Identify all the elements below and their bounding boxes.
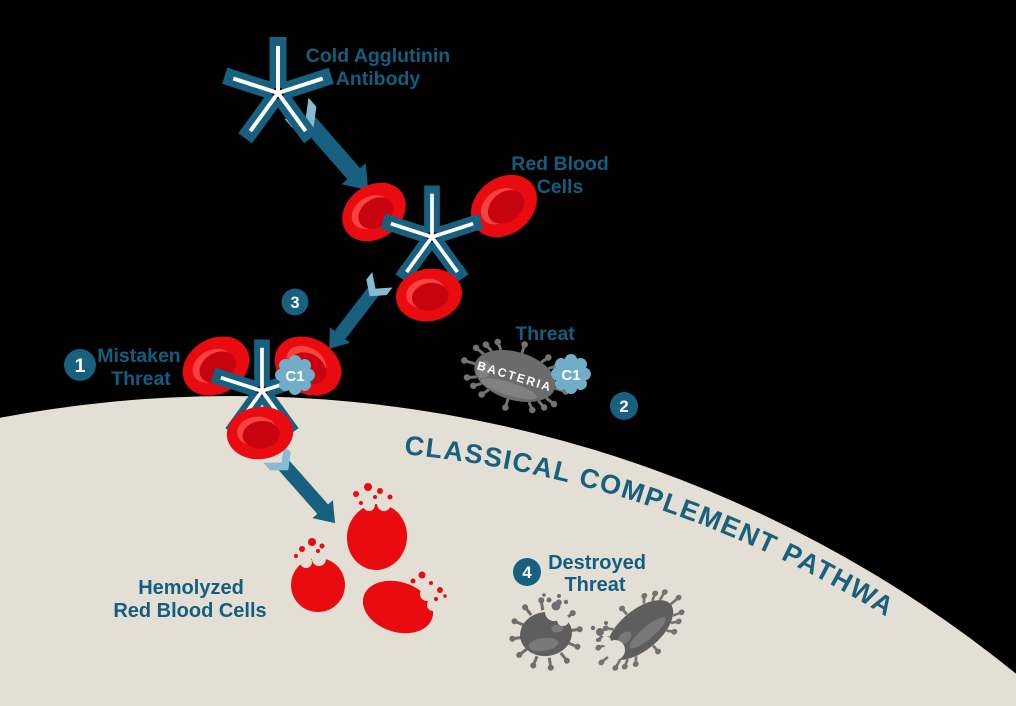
antibody-label-line1: Cold Agglutinin: [306, 45, 450, 67]
mistaken-threat-label-line1: Mistaken: [97, 345, 180, 367]
hemolyzed-cell: [362, 580, 434, 634]
step-badge-4: 4: [513, 558, 541, 586]
hemolyzed-cell: [291, 558, 345, 612]
threat-label: Threat: [515, 323, 575, 345]
step-number-3: 3: [290, 294, 299, 312]
hemolyzed-label-line1: Hemolyzed: [138, 577, 244, 599]
hemolyzed-label-line2: Red Blood Cells: [113, 600, 266, 622]
bacteria-fragments: [590, 621, 608, 642]
cell-fragments: [294, 538, 325, 558]
step-badge-2: 2: [610, 392, 638, 420]
mistaken-threat-label-line2: Threat: [111, 368, 171, 390]
destroyed-threat-group: [508, 576, 697, 684]
cell-fragments: [353, 483, 393, 505]
c1-label: C1: [561, 367, 580, 384]
step-number-4: 4: [522, 563, 532, 582]
destroyed-label-line1: Destroyed: [548, 552, 646, 574]
bacteria-threat-icon: BACTERIA: [455, 329, 576, 423]
hemolyzed-rbc-group: [291, 483, 447, 634]
step-badge-1: 1: [64, 349, 96, 381]
bacteria-fragments: [542, 593, 569, 611]
rbc-label-line1: Red Blood: [511, 153, 609, 175]
hemolyzed-cell: [346, 504, 408, 570]
rbc-label-line2: Cells: [537, 176, 584, 198]
destroyed-label-line2: Threat: [564, 574, 625, 596]
step-number-1: 1: [75, 355, 86, 377]
step-number-2: 2: [619, 397, 628, 416]
antibody-label-line2: Antibody: [336, 68, 421, 90]
step-badge-3: 3: [281, 288, 309, 316]
cell-fragments: [410, 571, 447, 601]
mistaken-threat-cluster: C1: [171, 324, 353, 463]
cell-membrane-surface: [0, 396, 1016, 706]
c1-label: C1: [285, 368, 304, 385]
